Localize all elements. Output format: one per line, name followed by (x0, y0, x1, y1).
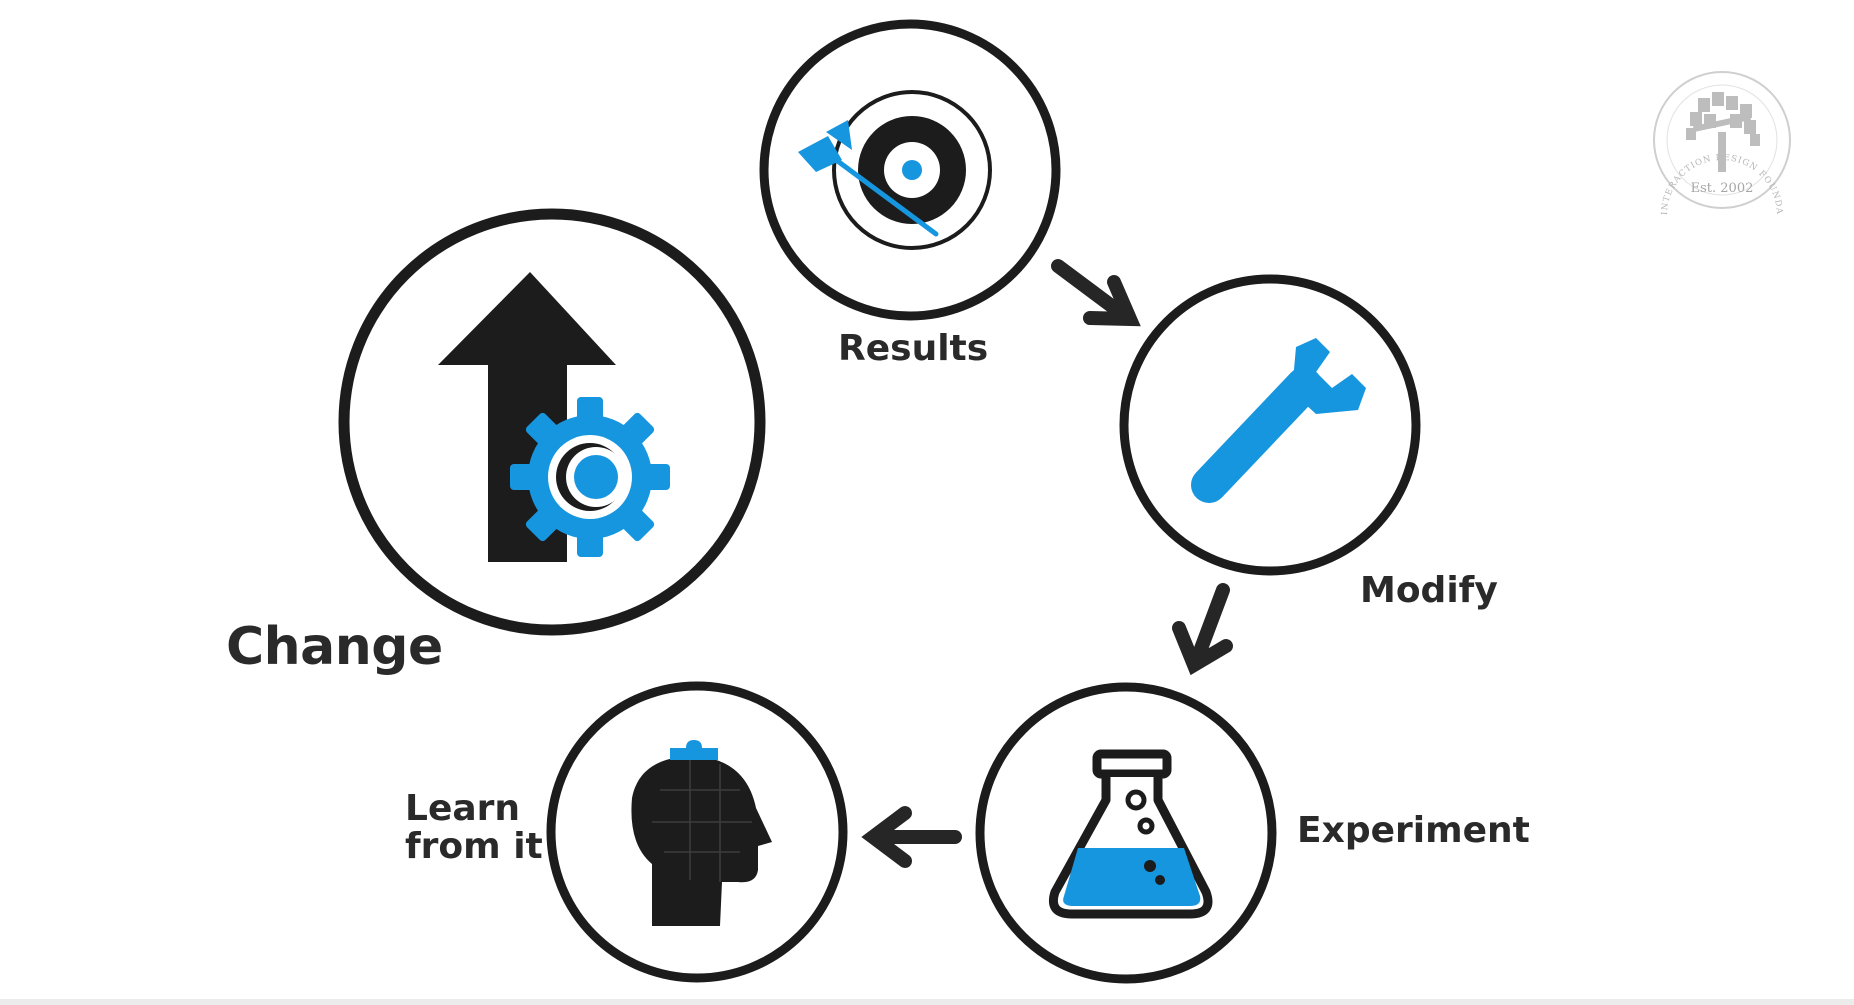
logo-established: Est. 2002 (1690, 181, 1754, 196)
up-arrow-shape (438, 272, 616, 562)
head-puzzle-icon (631, 740, 772, 926)
arrow-up-gear-icon (438, 272, 670, 562)
change-node (338, 208, 766, 636)
flask-icon (1048, 749, 1213, 919)
experiment-label: Experiment (1297, 810, 1530, 851)
modify-node (1119, 274, 1421, 576)
modify-label: Modify (1360, 570, 1498, 611)
bottom-bar (0, 999, 1854, 1005)
cycle-arrows (861, 259, 1233, 868)
arrow-experiment-to-learn (861, 806, 962, 868)
change-label: Change (226, 617, 443, 677)
gear-shape (510, 397, 670, 557)
logo-tree-icon (1686, 92, 1760, 172)
wrench-icon (1191, 338, 1366, 503)
arrow-modify-to-experiment (1172, 583, 1233, 676)
learn-label: Learn from it (405, 790, 543, 866)
results-label: Results (838, 328, 989, 369)
learn-node (546, 681, 848, 983)
target-dart-icon (798, 90, 992, 250)
experiment-node (975, 682, 1277, 984)
learn-label-line1: Learn (405, 788, 521, 829)
results-node (759, 19, 1061, 321)
arrow-results-to-modify (1051, 259, 1141, 327)
learn-label-line2: from it (405, 825, 543, 867)
